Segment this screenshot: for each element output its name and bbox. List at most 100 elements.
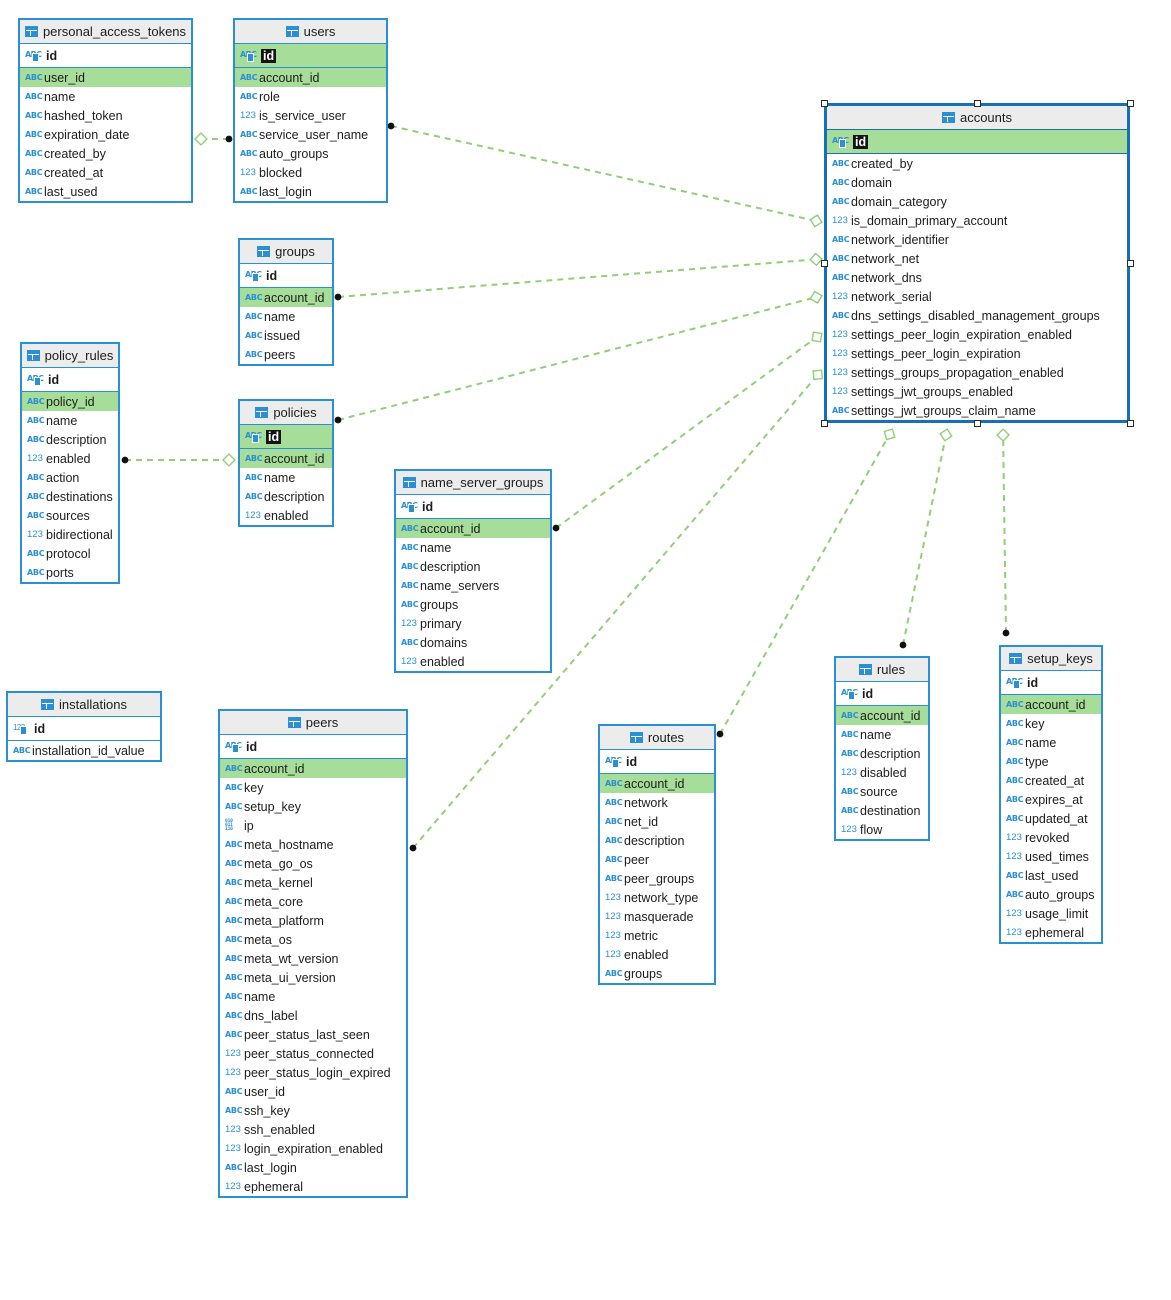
relationship-nsg-to-accounts[interactable] bbox=[552, 331, 823, 532]
field-row[interactable]: hashed_token bbox=[20, 106, 191, 125]
field-row[interactable]: usage_limit bbox=[1001, 904, 1101, 923]
field-row[interactable]: ssh_enabled bbox=[220, 1120, 406, 1139]
field-row[interactable]: name bbox=[220, 987, 406, 1006]
field-row[interactable]: account_id bbox=[600, 774, 714, 793]
resize-handle[interactable] bbox=[820, 259, 828, 267]
field-row[interactable]: used_times bbox=[1001, 847, 1101, 866]
field-row[interactable]: network_net bbox=[827, 249, 1127, 268]
resize-handle[interactable] bbox=[1126, 419, 1134, 427]
relationship-setup_keys-to-accounts[interactable] bbox=[996, 428, 1011, 637]
field-row[interactable]: domain bbox=[827, 173, 1127, 192]
field-row[interactable]: settings_groups_propagation_enabled bbox=[827, 363, 1127, 382]
relationship-groups-to-accounts[interactable] bbox=[334, 252, 823, 301]
entity-policies[interactable]: policiesidaccount_idnamedescriptionenabl… bbox=[238, 399, 334, 527]
field-row[interactable]: created_at bbox=[1001, 771, 1101, 790]
field-row[interactable]: bidirectional bbox=[22, 525, 118, 544]
field-row[interactable]: name bbox=[1001, 733, 1101, 752]
entity-users[interactable]: usersidaccount_idroleis_service_userserv… bbox=[233, 18, 388, 203]
relationship-users-to-accounts[interactable] bbox=[387, 122, 823, 228]
field-row[interactable]: ssh_key bbox=[220, 1101, 406, 1120]
primary-key-row[interactable]: id bbox=[20, 44, 191, 67]
field-row[interactable]: account_id bbox=[240, 449, 332, 468]
field-row[interactable]: masquerade bbox=[600, 907, 714, 926]
field-row[interactable]: name bbox=[396, 538, 550, 557]
field-row[interactable]: settings_jwt_groups_claim_name bbox=[827, 401, 1127, 420]
primary-key-row[interactable]: id bbox=[8, 717, 160, 740]
field-row[interactable]: flow bbox=[836, 820, 928, 839]
field-row[interactable]: destinations bbox=[22, 487, 118, 506]
entity-personal_access_tokens[interactable]: personal_access_tokensiduser_idnamehashe… bbox=[18, 18, 193, 203]
field-row[interactable]: account_id bbox=[1001, 695, 1101, 714]
entity-header-groups[interactable]: groups bbox=[240, 240, 332, 264]
field-row[interactable]: network bbox=[600, 793, 714, 812]
field-row[interactable]: ephemeral bbox=[1001, 923, 1101, 942]
entity-header-users[interactable]: users bbox=[235, 20, 386, 44]
field-row[interactable]: description bbox=[836, 744, 928, 763]
field-row[interactable]: settings_peer_login_expiration bbox=[827, 344, 1127, 363]
entity-header-policies[interactable]: policies bbox=[240, 401, 332, 425]
field-row[interactable]: enabled bbox=[240, 506, 332, 525]
field-row[interactable]: dns_settings_disabled_management_groups bbox=[827, 306, 1127, 325]
entity-name_server_groups[interactable]: name_server_groupsidaccount_idnamedescri… bbox=[394, 469, 552, 673]
primary-key-row[interactable]: id bbox=[22, 368, 118, 391]
field-row[interactable]: action bbox=[22, 468, 118, 487]
field-row[interactable]: description bbox=[396, 557, 550, 576]
entity-setup_keys[interactable]: setup_keysidaccount_idkeynametypecreated… bbox=[999, 645, 1103, 944]
resize-handle[interactable] bbox=[820, 419, 828, 427]
field-row[interactable]: policy_id bbox=[22, 392, 118, 411]
entity-groups[interactable]: groupsidaccount_idnameissuedpeers bbox=[238, 238, 334, 366]
resize-handle[interactable] bbox=[820, 99, 828, 107]
field-row[interactable]: primary bbox=[396, 614, 550, 633]
field-row[interactable]: last_used bbox=[20, 182, 191, 201]
field-row[interactable]: groups bbox=[396, 595, 550, 614]
entity-header-rules[interactable]: rules bbox=[836, 658, 928, 682]
primary-key-row[interactable]: id bbox=[600, 750, 714, 773]
field-row[interactable]: account_id bbox=[220, 759, 406, 778]
primary-key-row[interactable]: id bbox=[836, 682, 928, 705]
field-row[interactable]: revoked bbox=[1001, 828, 1101, 847]
primary-key-row[interactable]: id bbox=[827, 130, 1127, 153]
field-row[interactable]: account_id bbox=[240, 288, 332, 307]
field-row[interactable]: peers bbox=[240, 345, 332, 364]
resize-handle[interactable] bbox=[973, 99, 981, 107]
field-row[interactable]: created_by bbox=[20, 144, 191, 163]
field-row[interactable]: blocked bbox=[235, 163, 386, 182]
relationship-policy_rules-to-policies[interactable] bbox=[121, 453, 236, 467]
field-row[interactable]: expires_at bbox=[1001, 790, 1101, 809]
field-row[interactable]: enabled bbox=[22, 449, 118, 468]
field-row[interactable]: enabled bbox=[600, 945, 714, 964]
field-row[interactable]: sources bbox=[22, 506, 118, 525]
field-row[interactable]: meta_wt_version bbox=[220, 949, 406, 968]
entity-header-policy_rules[interactable]: policy_rules bbox=[22, 344, 118, 368]
field-row[interactable]: description bbox=[22, 430, 118, 449]
relationship-rules-to-accounts[interactable] bbox=[899, 428, 953, 649]
field-row[interactable]: name bbox=[240, 468, 332, 487]
field-row[interactable]: last_login bbox=[235, 182, 386, 201]
field-row[interactable]: ports bbox=[22, 563, 118, 582]
field-row[interactable]: updated_at bbox=[1001, 809, 1101, 828]
field-row[interactable]: auto_groups bbox=[235, 144, 386, 163]
field-row[interactable]: account_id bbox=[235, 68, 386, 87]
field-row[interactable]: protocol bbox=[22, 544, 118, 563]
field-row[interactable]: expiration_date bbox=[20, 125, 191, 144]
field-row[interactable]: peer_status_login_expired bbox=[220, 1063, 406, 1082]
entity-peers[interactable]: peersidaccount_idkeysetup_keyipmeta_host… bbox=[218, 709, 408, 1198]
resize-handle[interactable] bbox=[1126, 259, 1134, 267]
field-row[interactable]: enabled bbox=[396, 652, 550, 671]
field-row[interactable]: network_dns bbox=[827, 268, 1127, 287]
field-row[interactable]: groups bbox=[600, 964, 714, 983]
primary-key-row[interactable]: id bbox=[396, 495, 550, 518]
field-row[interactable]: user_id bbox=[20, 68, 191, 87]
field-row[interactable]: name bbox=[22, 411, 118, 430]
primary-key-row[interactable]: id bbox=[240, 425, 332, 448]
entity-header-installations[interactable]: installations bbox=[8, 693, 160, 717]
primary-key-row[interactable]: id bbox=[1001, 671, 1101, 694]
field-row[interactable]: key bbox=[220, 778, 406, 797]
entity-header-accounts[interactable]: accounts bbox=[827, 106, 1127, 130]
field-row[interactable]: role bbox=[235, 87, 386, 106]
resize-handle[interactable] bbox=[973, 419, 981, 427]
field-row[interactable]: peer_status_connected bbox=[220, 1044, 406, 1063]
field-row[interactable]: domain_category bbox=[827, 192, 1127, 211]
field-row[interactable]: type bbox=[1001, 752, 1101, 771]
